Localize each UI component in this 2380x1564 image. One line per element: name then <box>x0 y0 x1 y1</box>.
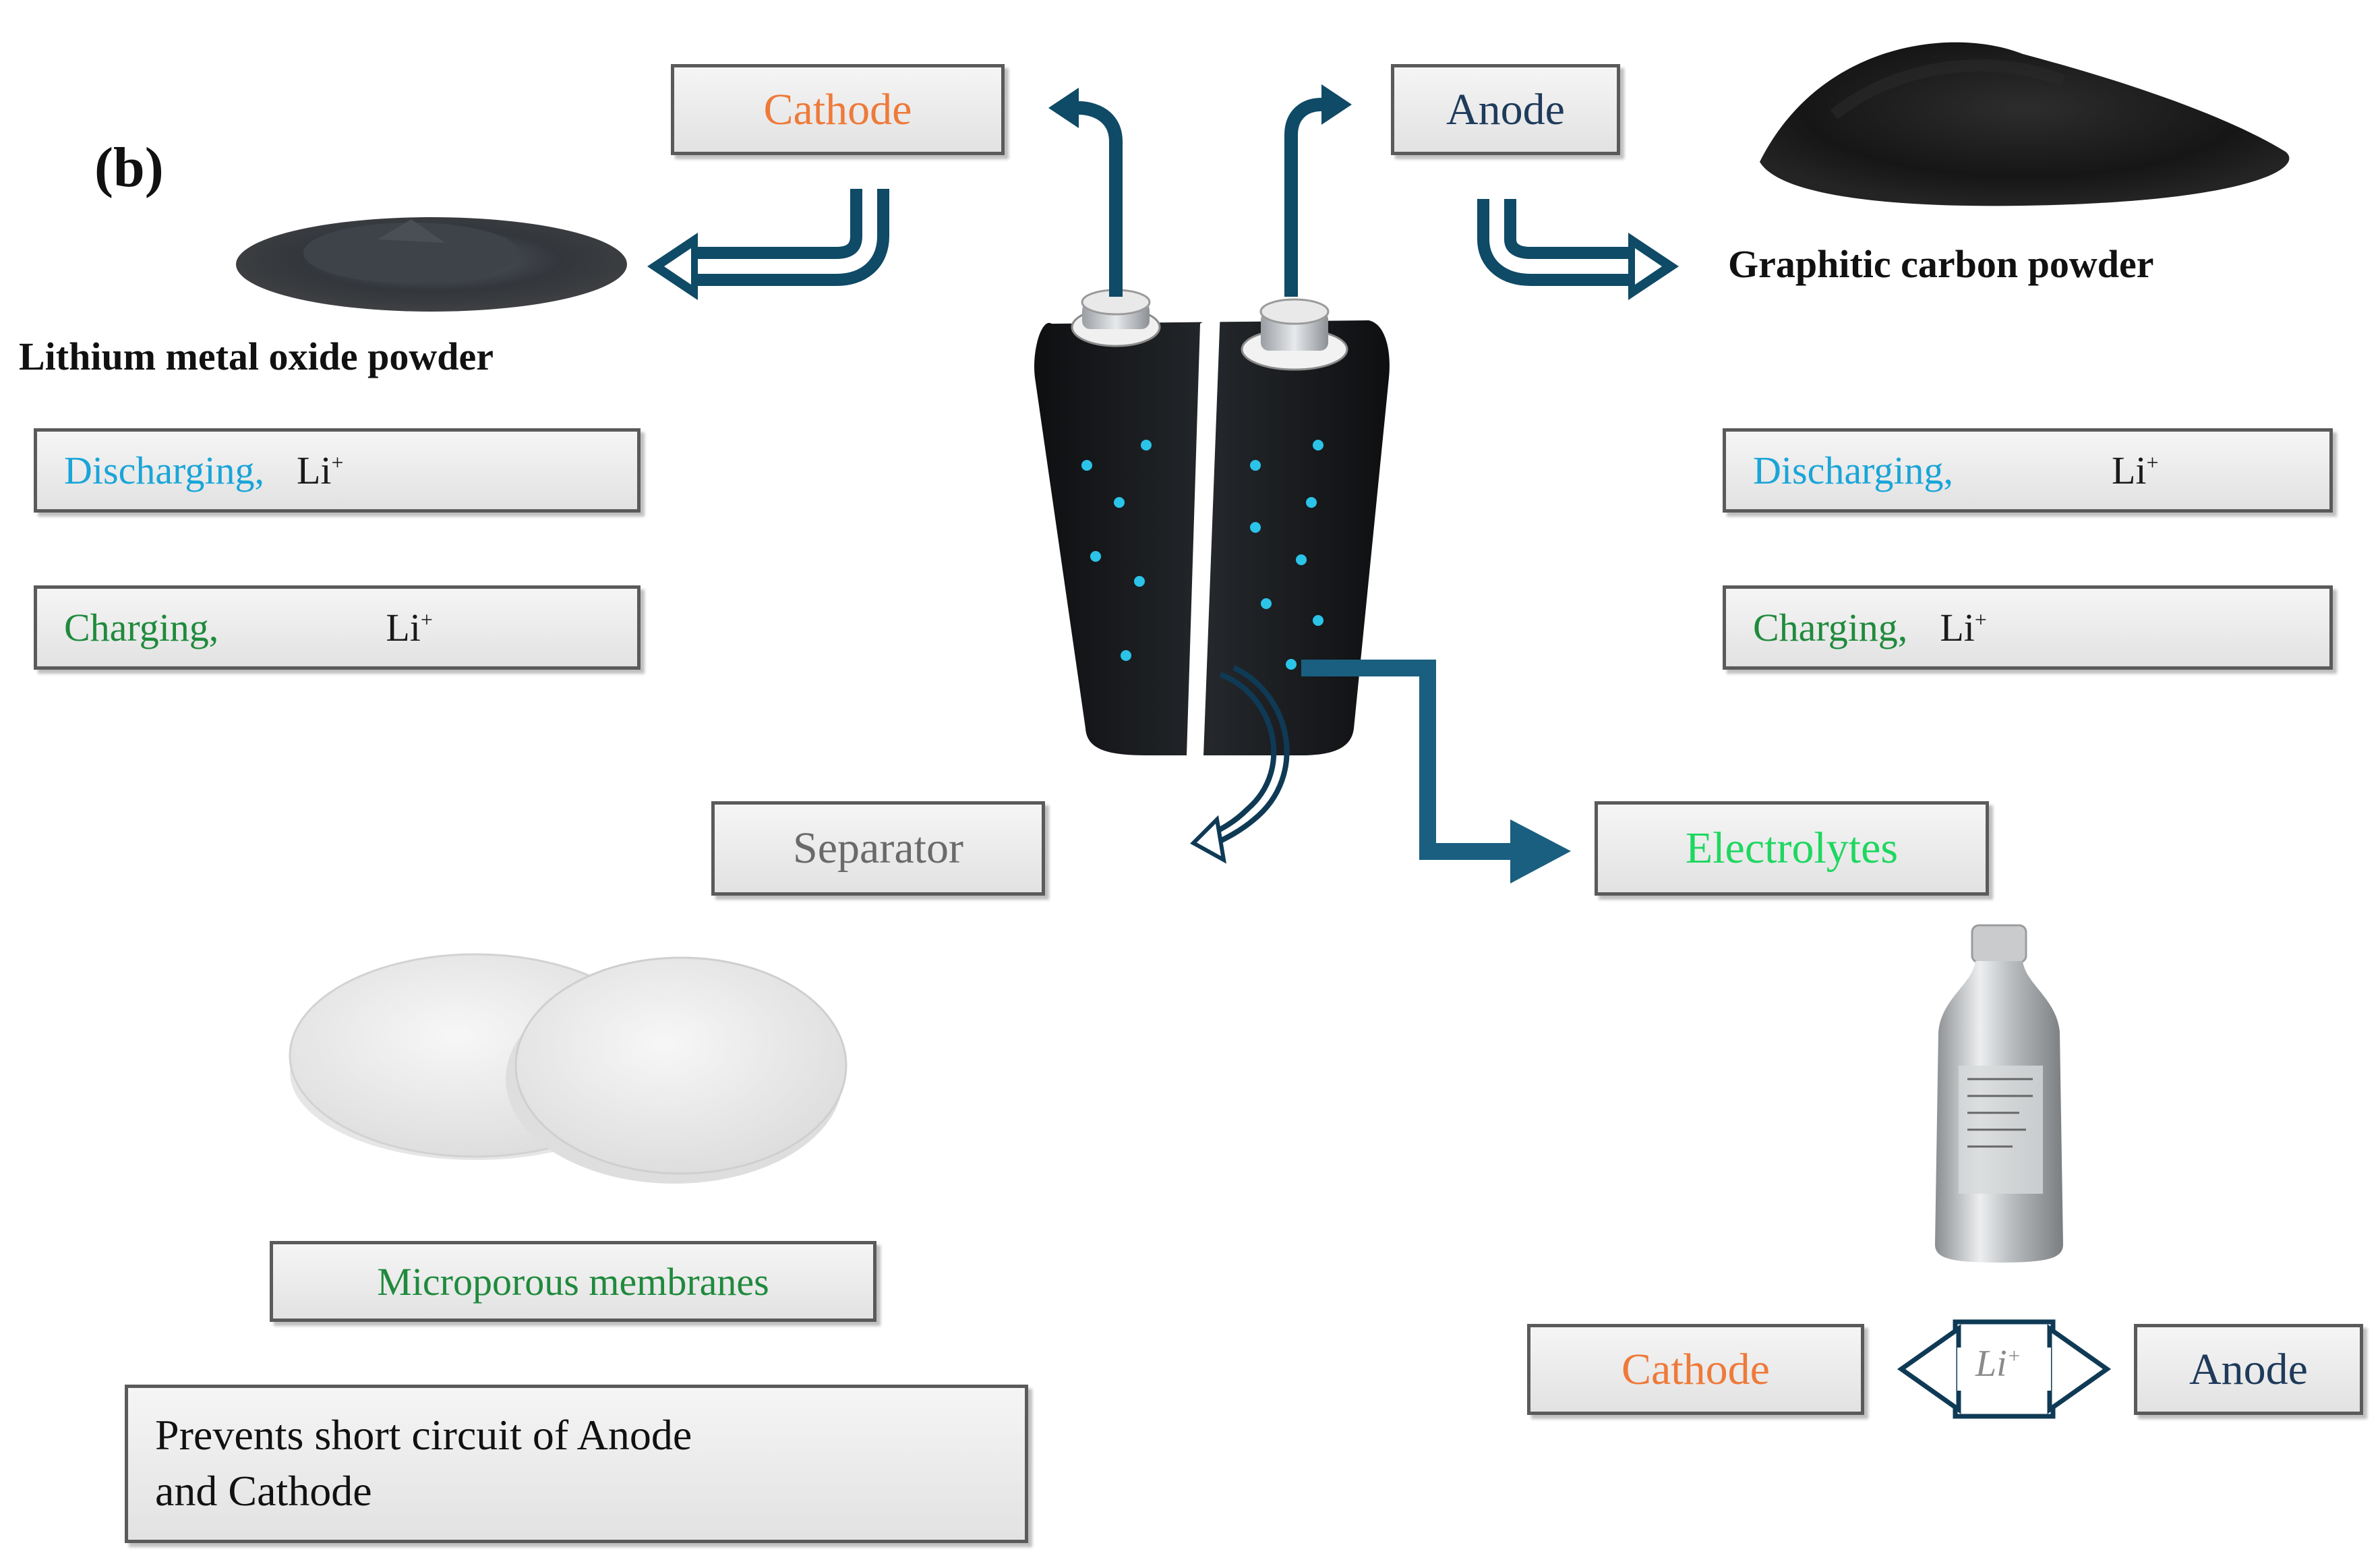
anode-charging-box: Charging, Li+ <box>1723 585 2333 670</box>
anode-charging-text: Charging, <box>1753 606 1908 649</box>
anode-label-box: Anode <box>1391 64 1620 155</box>
cathode-charging-text: Charging, <box>64 606 219 649</box>
anode-to-powder-arrow <box>1477 199 1679 300</box>
anode-label: Anode <box>1446 84 1565 134</box>
battery-cell-image <box>1034 289 1390 755</box>
membranes-label: Microporous membranes <box>377 1259 769 1304</box>
electrolytes-label-box: Electrolytes <box>1595 801 1989 896</box>
cathode-to-powder-arrow <box>647 189 889 300</box>
li-ion-double-arrow <box>1897 1319 2112 1419</box>
cathode-material-label: Lithium metal oxide powder <box>19 335 494 378</box>
cathode-charging-box: Charging, Li+ <box>34 585 641 670</box>
separator-label-box: Separator <box>711 801 1045 896</box>
panel-label: (b) <box>94 136 164 199</box>
anode-material-label: Graphitic carbon powder <box>1728 242 2154 286</box>
cathode-discharging-box: Discharging, Li+ <box>34 428 641 513</box>
separator-note-box: Prevents short circuit of Anode and Cath… <box>125 1385 1028 1543</box>
cathode-discharging-text: Discharging, <box>64 448 264 492</box>
anode-discharging-text: Discharging, <box>1753 448 1953 492</box>
cathode-charging-ion: Li+ <box>386 606 433 649</box>
electrolytes-arrow <box>1301 660 1571 884</box>
cathode-label: Cathode <box>763 84 912 134</box>
graphitic-carbon-powder-image <box>1760 42 2290 206</box>
separator-label: Separator <box>793 823 963 873</box>
anode-discharging-ion: Li+ <box>2111 448 2159 492</box>
bottom-cathode-box: Cathode <box>1527 1324 1864 1415</box>
anode-discharging-box: Discharging, Li+ <box>1723 428 2333 513</box>
separator-note-line2: and Cathode <box>155 1467 372 1515</box>
bottom-anode-box: Anode <box>2134 1324 2363 1415</box>
cathode-lead-arrow <box>1078 101 1123 297</box>
bottom-anode-label: Anode <box>2189 1344 2308 1394</box>
bottom-cathode-label: Cathode <box>1622 1344 1770 1394</box>
anode-charging-ion: Li+ <box>1940 606 1987 649</box>
cathode-discharging-ion: Li+ <box>296 448 344 492</box>
electrolyte-bottle-image <box>1935 924 2063 1263</box>
lithium-metal-oxide-powder-image <box>236 217 627 312</box>
electrolytes-label: Electrolytes <box>1685 823 1899 873</box>
cathode-label-box: Cathode <box>671 64 1005 155</box>
microporous-membranes-image <box>289 953 847 1184</box>
membranes-label-box: Microporous membranes <box>270 1241 876 1322</box>
anode-lead-arrow <box>1284 98 1322 297</box>
separator-arrow <box>1206 665 1290 847</box>
separator-note-line1: Prevents short circuit of Anode <box>155 1411 692 1459</box>
li-ion-double-arrow-label: Li+ <box>1975 1343 2021 1385</box>
